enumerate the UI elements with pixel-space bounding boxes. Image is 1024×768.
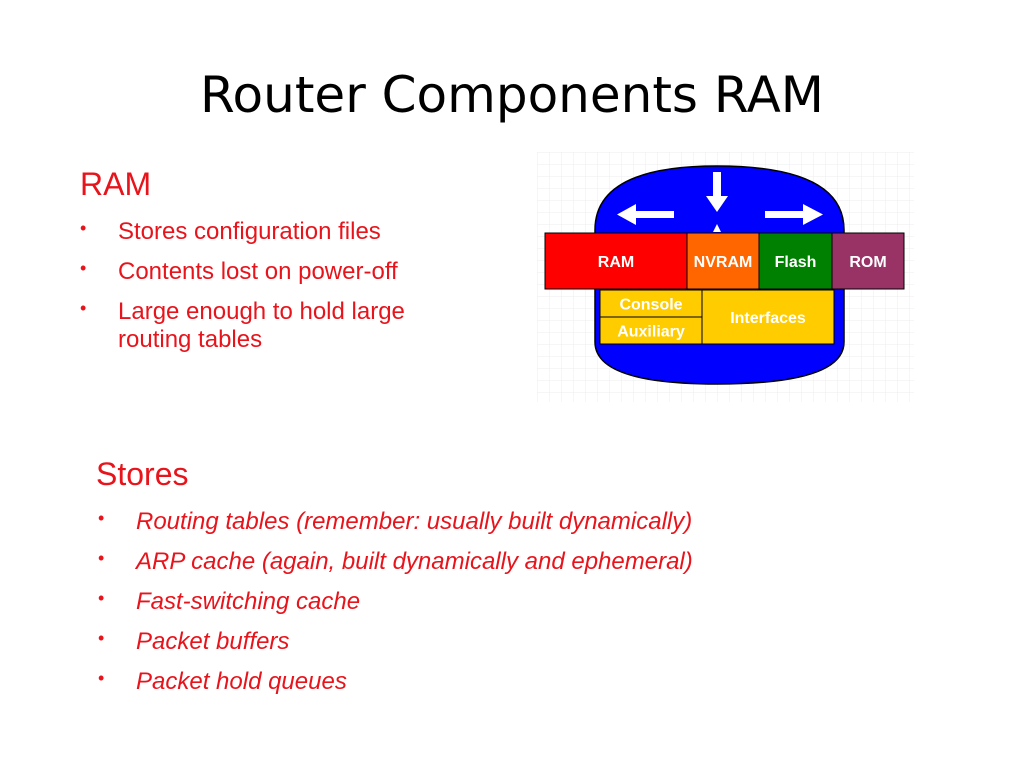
ram-bullet-list: Stores configuration files Contents lost… bbox=[80, 218, 478, 366]
port-console-label: Console bbox=[619, 297, 682, 314]
memory-components-strip: RAM NVRAM Flash ROM bbox=[544, 232, 905, 290]
ram-heading: RAM bbox=[80, 166, 152, 202]
component-rom-box bbox=[831, 232, 905, 290]
arrow-left-icon bbox=[617, 204, 674, 225]
stores-heading: Stores bbox=[96, 456, 189, 492]
arrow-down-icon bbox=[706, 172, 728, 212]
list-item: Fast-switching cache bbox=[98, 588, 856, 616]
arrow-tip-icon bbox=[713, 224, 721, 232]
port-interfaces-box bbox=[701, 289, 835, 345]
component-ram-box bbox=[544, 232, 688, 290]
list-item: Contents lost on power-off bbox=[80, 258, 478, 286]
stores-bullet-list: Routing tables (remember: usually built … bbox=[98, 508, 856, 708]
arrow-right-icon bbox=[765, 204, 823, 225]
list-item: Routing tables (remember: usually built … bbox=[98, 508, 856, 536]
port-auxiliary-box bbox=[599, 316, 703, 345]
component-flash-label: Flash bbox=[775, 254, 817, 271]
component-rom-label: ROM bbox=[849, 254, 886, 271]
list-item: Packet buffers bbox=[98, 628, 856, 656]
component-nvram-label: NVRAM bbox=[694, 254, 753, 271]
list-item: Packet hold queues bbox=[98, 668, 856, 696]
component-ram-label: RAM bbox=[598, 254, 634, 271]
slide-title: Router Components RAM bbox=[200, 66, 824, 124]
list-item: Stores configuration files bbox=[80, 218, 478, 246]
port-auxiliary-label: Auxiliary bbox=[617, 324, 685, 341]
port-console-box bbox=[599, 289, 703, 318]
list-item: Large enough to hold large routing table… bbox=[80, 298, 478, 354]
list-item: ARP cache (again, built dynamically and … bbox=[98, 548, 856, 576]
component-nvram-box bbox=[686, 232, 760, 290]
port-interfaces-label: Interfaces bbox=[730, 310, 806, 327]
